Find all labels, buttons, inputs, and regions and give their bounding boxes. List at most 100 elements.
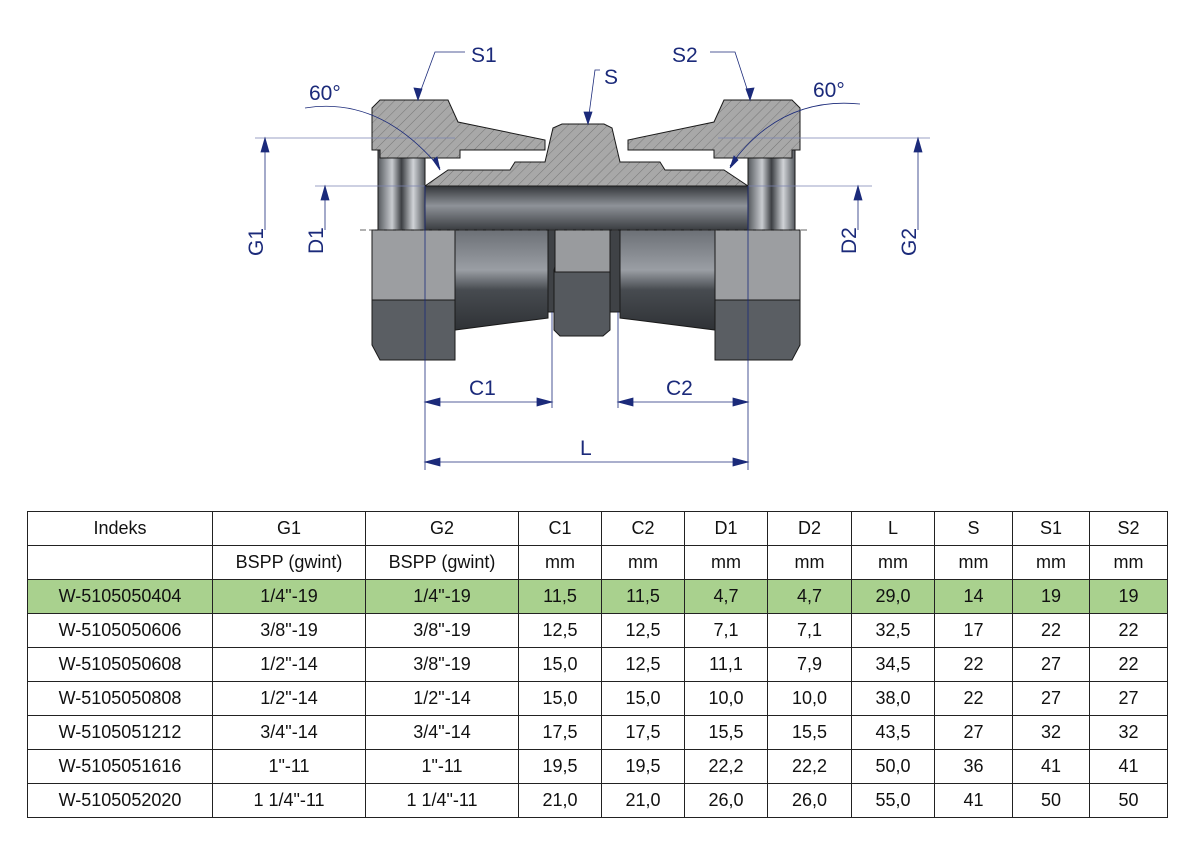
table-cell: 41 bbox=[1012, 749, 1090, 784]
table-cell: 7,1 bbox=[684, 613, 768, 648]
table-cell: 36 bbox=[934, 749, 1013, 784]
table-cell bbox=[27, 545, 213, 580]
table-cell: 19,5 bbox=[518, 749, 602, 784]
label-s: S bbox=[604, 66, 618, 89]
table-cell: 1 1/4"-11 bbox=[212, 783, 366, 818]
table-cell: mm bbox=[851, 545, 935, 580]
table-cell: 3/4"-14 bbox=[212, 715, 366, 750]
table-cell: 17,5 bbox=[601, 715, 685, 750]
table-cell: 50,0 bbox=[851, 749, 935, 784]
table-cell: BSPP (gwint) bbox=[365, 545, 519, 580]
label-angle-left: 60° bbox=[309, 82, 341, 105]
label-l: L bbox=[580, 437, 592, 460]
section-view bbox=[371, 99, 801, 231]
table-cell: W-5105051616 bbox=[27, 749, 213, 784]
table-cell: 1/4"-19 bbox=[365, 579, 519, 614]
table-cell: 26,0 bbox=[684, 783, 768, 818]
table-cell: 32 bbox=[1012, 715, 1090, 750]
table-cell: 11,1 bbox=[684, 647, 768, 682]
table-cell: G2 bbox=[365, 511, 519, 546]
table-cell: 12,5 bbox=[518, 613, 602, 648]
table-cell: 1/2"-14 bbox=[365, 681, 519, 716]
table-cell: W-5105050608 bbox=[27, 647, 213, 682]
table-cell: 12,5 bbox=[601, 613, 685, 648]
table-cell: C2 bbox=[601, 511, 685, 546]
table-cell: 32,5 bbox=[851, 613, 935, 648]
table-cell: 27 bbox=[1012, 681, 1090, 716]
label-angle-right: 60° bbox=[813, 79, 845, 102]
table-cell: 38,0 bbox=[851, 681, 935, 716]
table-cell: mm bbox=[518, 545, 602, 580]
table-cell: 19 bbox=[1089, 579, 1168, 614]
table-cell: mm bbox=[601, 545, 685, 580]
table-cell: C1 bbox=[518, 511, 602, 546]
table-cell: W-5105050606 bbox=[27, 613, 213, 648]
table-cell: W-5105050808 bbox=[27, 681, 213, 716]
table-cell: 27 bbox=[934, 715, 1013, 750]
table-cell: 3/8"-19 bbox=[365, 647, 519, 682]
table-cell: 1"-11 bbox=[212, 749, 366, 784]
table-cell: 15,0 bbox=[518, 647, 602, 682]
table-cell: 41 bbox=[934, 783, 1013, 818]
table-cell: 15,5 bbox=[767, 715, 852, 750]
table-cell: 1/2"-14 bbox=[212, 647, 366, 682]
table-cell: 15,0 bbox=[601, 681, 685, 716]
table-cell: mm bbox=[1089, 545, 1168, 580]
table-cell: 21,0 bbox=[518, 783, 602, 818]
dimension-lines bbox=[255, 51, 930, 470]
fitting-technical-drawing: S1 S S2 60° 60° G1 D1 D2 G2 C1 C2 L bbox=[245, 44, 930, 470]
table-cell: 4,7 bbox=[684, 579, 768, 614]
table-cell: 41 bbox=[1089, 749, 1168, 784]
label-g2: G2 bbox=[898, 228, 921, 256]
table-cell: 43,5 bbox=[851, 715, 935, 750]
label-g1: G1 bbox=[245, 228, 268, 256]
table-cell: 19,5 bbox=[601, 749, 685, 784]
table-cell: 22 bbox=[934, 647, 1013, 682]
table-cell: 50 bbox=[1089, 783, 1168, 818]
table-cell: mm bbox=[934, 545, 1013, 580]
table-cell: 7,9 bbox=[767, 647, 852, 682]
table-cell: Indeks bbox=[27, 511, 213, 546]
table-cell: S bbox=[934, 511, 1013, 546]
table-cell: D2 bbox=[767, 511, 852, 546]
table-cell: 1 1/4"-11 bbox=[365, 783, 519, 818]
table-cell: 1/4"-19 bbox=[212, 579, 366, 614]
label-d1: D1 bbox=[305, 227, 328, 254]
table-cell: 27 bbox=[1012, 647, 1090, 682]
table-cell: L bbox=[851, 511, 935, 546]
table-cell: 22,2 bbox=[684, 749, 768, 784]
table-cell: 17 bbox=[934, 613, 1013, 648]
table-cell: 22,2 bbox=[767, 749, 852, 784]
table-cell: 19 bbox=[1012, 579, 1090, 614]
table-cell: mm bbox=[1012, 545, 1090, 580]
table-cell: 50 bbox=[1012, 783, 1090, 818]
table-cell: 11,5 bbox=[601, 579, 685, 614]
table-cell: S1 bbox=[1012, 511, 1090, 546]
table-cell: 22 bbox=[1089, 613, 1168, 648]
table-cell: 3/4"-14 bbox=[365, 715, 519, 750]
table-cell: 3/8"-19 bbox=[212, 613, 366, 648]
table-cell: D1 bbox=[684, 511, 768, 546]
external-view bbox=[371, 229, 801, 361]
table-cell: 22 bbox=[1012, 613, 1090, 648]
table-cell: 10,0 bbox=[767, 681, 852, 716]
table-cell: 12,5 bbox=[601, 647, 685, 682]
table-cell: BSPP (gwint) bbox=[212, 545, 366, 580]
table-cell: W-5105050404 bbox=[27, 579, 213, 614]
label-c2: C2 bbox=[666, 377, 693, 400]
table-cell: 4,7 bbox=[767, 579, 852, 614]
label-s1: S1 bbox=[471, 44, 497, 67]
table-cell: G1 bbox=[212, 511, 366, 546]
label-d2: D2 bbox=[838, 227, 861, 254]
table-cell: 7,1 bbox=[767, 613, 852, 648]
table-cell: mm bbox=[767, 545, 852, 580]
table-cell: 11,5 bbox=[518, 579, 602, 614]
